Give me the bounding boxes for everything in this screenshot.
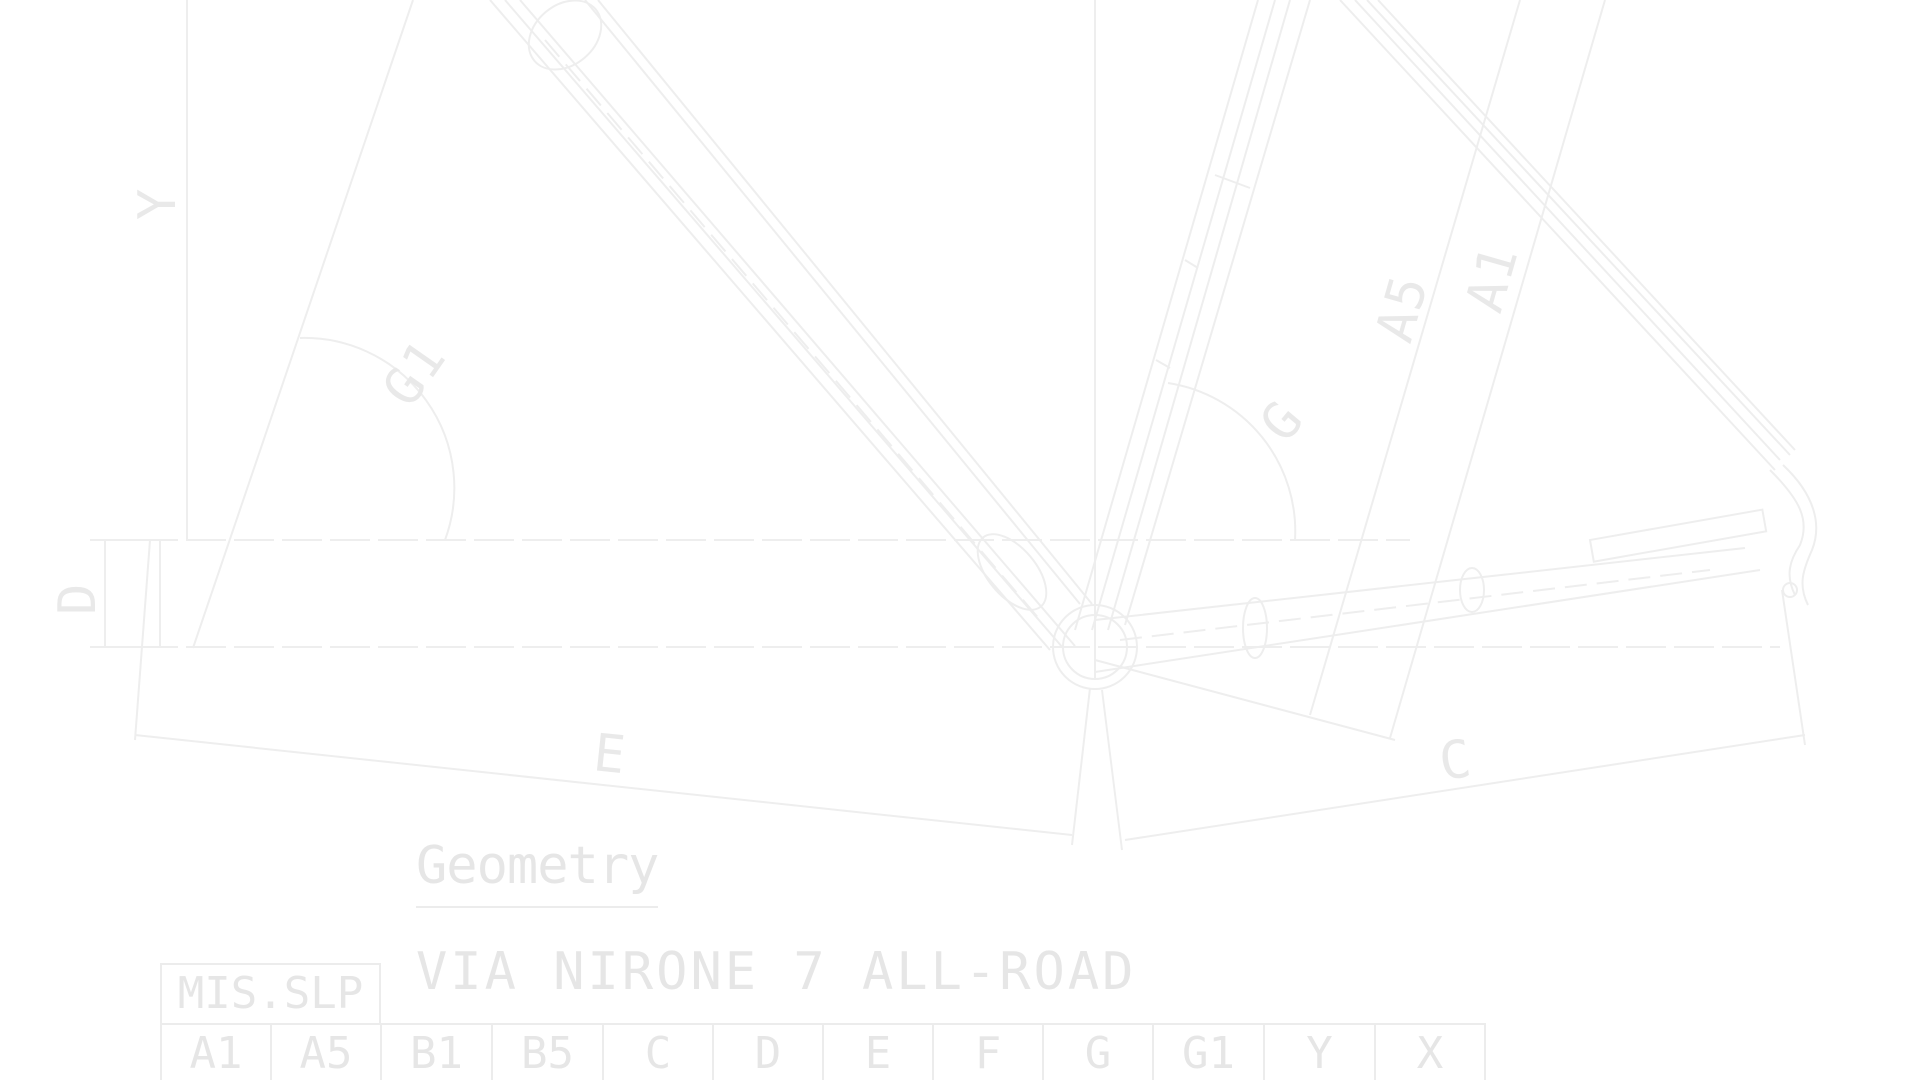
label-a5: A5 [1365,268,1441,349]
reach-line-a5 [1309,0,1521,716]
column-header-a5: A5 [270,1023,382,1080]
seat-tube [1074,0,1311,631]
label-c: C [1435,729,1476,793]
dimension-c [1101,589,1806,851]
head-angle-line [192,0,414,649]
label-g: G [1249,389,1316,453]
label-y: Y [128,187,188,220]
bottom-bracket [1052,604,1138,690]
column-header-y: Y [1263,1023,1376,1080]
page-title: Geometry [416,836,659,908]
rear-dropout [1769,464,1818,606]
model-name: VIA NIRONE 7 ALL-ROAD [416,942,1137,1002]
label-e: E [591,723,630,786]
reach-line-a1 [1389,0,1606,739]
chainstay-ref-line [1094,659,1396,741]
down-tube [489,0,1093,651]
size-label-cell: MIS.SLP [160,963,381,1025]
column-header-b1: B1 [380,1023,493,1080]
column-header-g1: G1 [1152,1023,1265,1080]
head-angle-arc [299,336,456,541]
seat-angle-arc [1167,382,1297,541]
column-header-g: G [1042,1023,1154,1080]
label-g1: G1 [371,328,458,417]
label-d: D [48,582,108,615]
dimension-d [90,539,165,648]
column-header-x: X [1374,1023,1486,1080]
column-header-c: C [602,1023,714,1080]
top-tube [1339,0,1796,471]
column-header-d: D [712,1023,824,1080]
column-header-f: F [932,1023,1044,1080]
column-header-e: E [822,1023,934,1080]
column-header-a1: A1 [160,1023,272,1080]
column-header-b5: B5 [491,1023,604,1080]
dimension-e [134,539,1091,846]
label-a1: A1 [1455,238,1531,319]
chainstay [1094,508,1768,673]
